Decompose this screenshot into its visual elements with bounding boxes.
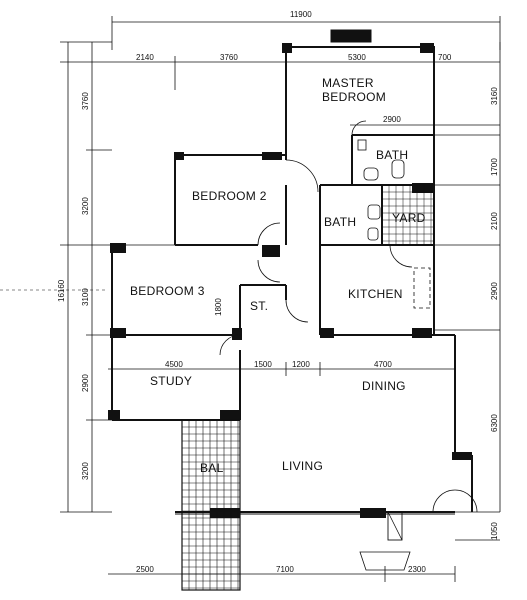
- dim-top-c: 5300: [348, 53, 366, 62]
- label-bath-lower: BATH: [324, 215, 356, 229]
- dim-left-e: 3200: [81, 462, 90, 480]
- label-bath-upper: BATH: [376, 148, 408, 162]
- label-master-bedroom-1: MASTER: [322, 76, 374, 90]
- dim-bottom-a: 2500: [136, 565, 154, 574]
- dim-right-c: 2100: [490, 212, 499, 230]
- dimension-lines: [0, 16, 501, 582]
- dim-left-overall: 16160: [57, 279, 66, 302]
- dim-inner-bath: 2900: [383, 115, 401, 124]
- label-bedroom-2: BEDROOM 2: [192, 189, 267, 203]
- label-bedroom-3: BEDROOM 3: [130, 284, 205, 298]
- dim-store-depth: 1800: [214, 298, 223, 316]
- door-swings: [219, 120, 478, 513]
- dim-top-a: 2140: [136, 53, 154, 62]
- label-master-bedroom-2: BEDROOM: [322, 90, 386, 104]
- dim-bottom-c: 2300: [408, 565, 426, 574]
- dim-top-overall: 11900: [290, 10, 312, 19]
- dim-left-d: 2900: [81, 374, 90, 392]
- label-balcony: BAL: [200, 461, 224, 475]
- label-living: LIVING: [282, 459, 323, 473]
- dim-right-d: 2900: [490, 282, 499, 300]
- label-store: ST.: [250, 299, 268, 313]
- label-dining: DINING: [362, 379, 406, 393]
- dim-mid-d: 4700: [374, 360, 392, 369]
- yard-tiles: [381, 184, 435, 246]
- label-yard: YARD: [392, 211, 426, 225]
- dim-right-a: 3160: [490, 87, 499, 105]
- dim-left-a: 3760: [81, 92, 90, 110]
- dim-left-b: 3200: [81, 197, 90, 215]
- balcony-tiles: [181, 419, 241, 591]
- walls: [111, 46, 473, 515]
- dim-left-c: 3100: [81, 288, 90, 306]
- columns: [108, 29, 472, 518]
- label-kitchen: KITCHEN: [348, 287, 403, 301]
- dim-mid-c: 1200: [292, 360, 310, 369]
- dim-mid-a: 4500: [165, 360, 183, 369]
- dim-mid-b: 1500: [254, 360, 272, 369]
- dim-top-b: 3760: [220, 53, 238, 62]
- dim-right-e: 6300: [490, 414, 499, 432]
- fixtures: [357, 139, 431, 571]
- label-study: STUDY: [150, 374, 192, 388]
- dim-right-f: 1050: [490, 522, 499, 540]
- dim-top-d: 700: [438, 53, 452, 62]
- dim-bottom-b: 7100: [276, 565, 294, 574]
- dim-right-b: 1700: [490, 158, 499, 176]
